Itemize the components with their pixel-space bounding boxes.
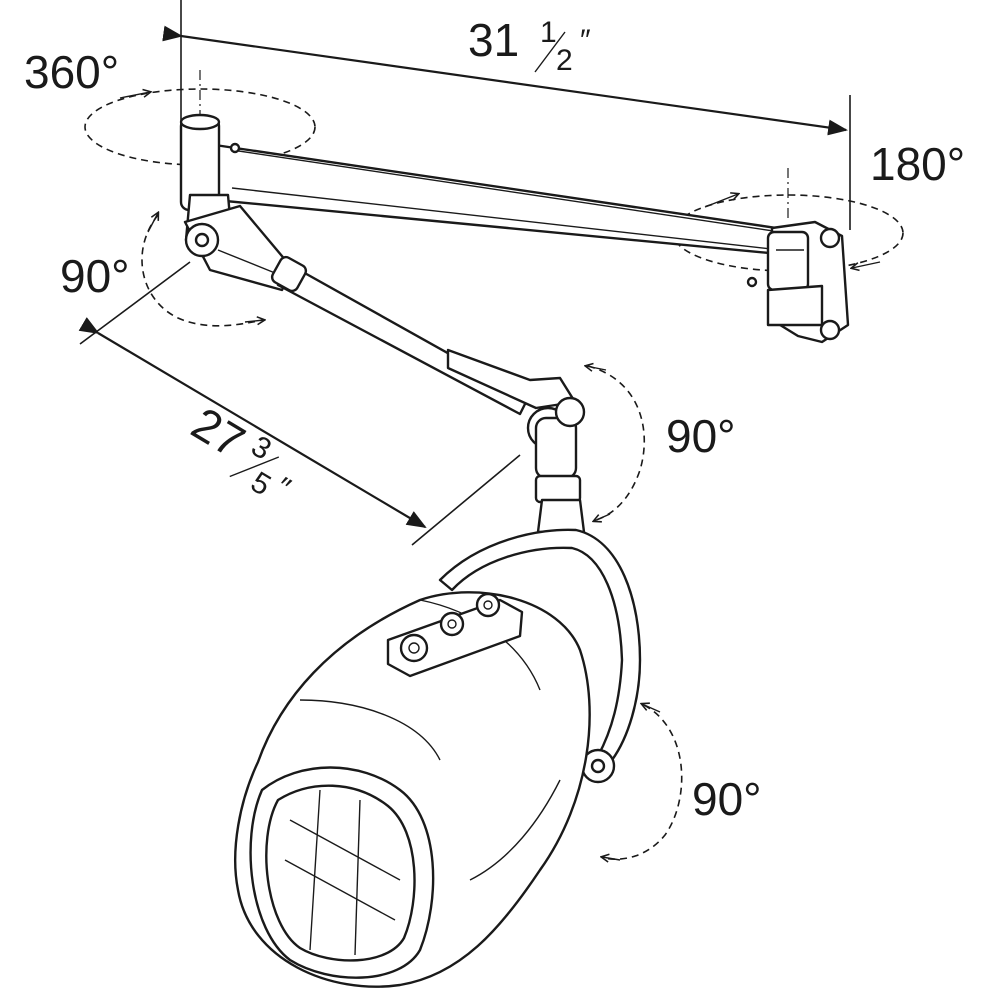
control-knob-2 <box>439 611 465 637</box>
base-swivel-indicator: 360° <box>24 46 316 165</box>
control-knob-1 <box>399 633 429 663</box>
wall-mount-label: 180° <box>870 138 965 190</box>
width-inch-mark: ″ <box>580 24 591 57</box>
head-joint-indicator: 90° <box>586 366 736 521</box>
head-joint <box>526 396 586 534</box>
width-dimension: 31 1 2 ″ <box>162 0 851 230</box>
width-numerator: 1 <box>540 16 557 49</box>
base-swivel-label: 360° <box>24 46 119 98</box>
dryer-hood <box>234 591 591 988</box>
hood-tilt-indicator: 90° <box>602 704 762 860</box>
elbow-indicator: 90° <box>60 213 264 327</box>
hood-yoke <box>438 528 642 784</box>
control-knob-3 <box>475 592 501 618</box>
lower-arm <box>270 255 577 416</box>
depth-dimension: 27 3 5 ″ <box>78 261 521 546</box>
depth-whole-label: 27 <box>183 397 254 468</box>
width-whole-label: 31 <box>468 14 519 66</box>
control-panel <box>386 592 524 678</box>
depth-numerator: 3 <box>246 430 277 467</box>
elbow-label: 90° <box>60 250 130 302</box>
head-joint-label: 90° <box>666 410 736 462</box>
hood-tilt-label: 90° <box>692 773 762 825</box>
width-denominator: 2 <box>556 44 573 77</box>
wall-bracket <box>766 220 850 344</box>
